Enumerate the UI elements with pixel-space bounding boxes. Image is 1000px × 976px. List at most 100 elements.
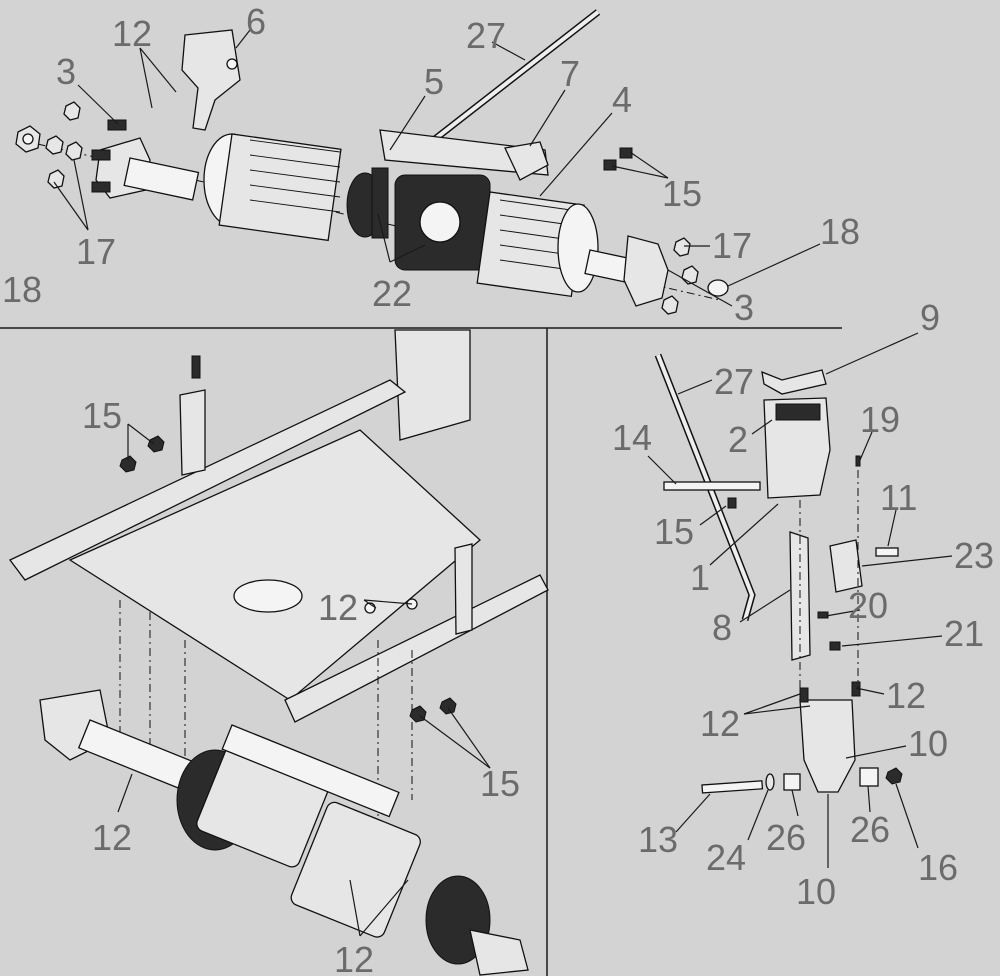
- bolt-15-linkage: [727, 497, 737, 509]
- callout-11: 11: [880, 477, 917, 518]
- frame-bolt-top: [191, 355, 201, 379]
- callout-2: 2: [728, 419, 748, 460]
- frame-nut-15-d: [439, 697, 457, 715]
- top-panel-transaxle: [15, 9, 729, 315]
- frame-rail-front: [284, 574, 549, 723]
- callout-12: 12: [112, 13, 152, 54]
- callout-19: 19: [860, 399, 900, 440]
- nut-17-f: [681, 265, 699, 285]
- bracket-6-hole: [226, 58, 238, 70]
- bolt-15-a: [619, 147, 633, 159]
- clip-19: [855, 455, 861, 467]
- nut-17-b: [63, 101, 81, 121]
- linkage-alignment-lines: [799, 470, 859, 700]
- lower-hub-right: [469, 929, 529, 976]
- callout-15: 15: [82, 395, 122, 436]
- callout-20: 20: [848, 585, 888, 626]
- callout-15: 15: [662, 173, 702, 214]
- callout-9: 9: [920, 297, 940, 338]
- nut-18-right: [707, 279, 729, 297]
- right-motor-endcap: [557, 203, 599, 293]
- callout-18: 18: [2, 269, 42, 310]
- bracket-6: [181, 29, 241, 131]
- callout-10: 10: [908, 723, 948, 764]
- frame-deck-plate: [68, 429, 481, 701]
- callout-1: 1: [690, 557, 710, 598]
- bracket-5-plate: [379, 129, 549, 176]
- callout-12: 12: [318, 587, 358, 628]
- nut-18-left-hole: [22, 133, 34, 145]
- frame-post-left: [179, 389, 206, 476]
- callout-13: 13: [638, 819, 678, 860]
- callout-17: 17: [712, 225, 752, 266]
- frame-nut-15-a: [119, 455, 137, 473]
- callout-6: 6: [246, 1, 266, 42]
- deck-plate-hole: [233, 579, 303, 613]
- lower-axle-center: [221, 724, 400, 818]
- callout-12: 12: [886, 675, 926, 716]
- left-gear-22: [371, 167, 389, 239]
- bracket-2-slots: [775, 403, 821, 421]
- callout-12: 12: [700, 703, 740, 744]
- center-gear: [419, 201, 461, 243]
- stud-3-c: [91, 181, 111, 193]
- bolt-15-b: [603, 159, 617, 171]
- frame-upright-plate: [394, 329, 471, 441]
- clip-21: [829, 641, 841, 651]
- callout-3: 3: [56, 51, 76, 92]
- nut-17-c: [65, 141, 83, 161]
- bottom-right-panel-linkage: [654, 353, 903, 794]
- nut-16: [885, 767, 903, 785]
- callout-21: 21: [944, 613, 984, 654]
- right-hub-flange: [623, 235, 669, 307]
- rod-27-right-fill: [656, 354, 755, 621]
- callout-5: 5: [424, 61, 444, 102]
- frame-fasteners: [119, 355, 457, 723]
- callout-3: 3: [734, 287, 754, 328]
- callout-7: 7: [560, 53, 580, 94]
- bushing-26-a: [783, 773, 801, 791]
- callout-15: 15: [480, 763, 520, 804]
- leader-lines: [53, 29, 953, 937]
- stud-3-b: [91, 149, 111, 161]
- panel-dividers: [0, 327, 842, 976]
- pin-13: [701, 780, 764, 794]
- bracket-9: [761, 369, 827, 395]
- pin-14: [663, 481, 761, 491]
- callout-12: 12: [92, 817, 132, 858]
- nut-17-a: [45, 135, 64, 155]
- rod-27-top-fill: [406, 10, 600, 162]
- callout-14: 14: [612, 417, 652, 458]
- spring-20: [817, 611, 829, 619]
- callout-27: 27: [714, 361, 754, 402]
- callout-16: 16: [918, 847, 958, 888]
- nut-17-g: [661, 295, 679, 315]
- callout-22: 22: [372, 273, 412, 314]
- callout-8: 8: [712, 607, 732, 648]
- frame-nut-15-b: [147, 435, 165, 453]
- callout-12: 12: [334, 939, 374, 976]
- callout-26: 26: [766, 817, 806, 858]
- bracket-7: [504, 141, 549, 181]
- callout-15: 15: [654, 511, 694, 552]
- callout-23: 23: [954, 535, 994, 576]
- frame-rail-rear: [9, 379, 407, 581]
- callout-17: 17: [76, 231, 116, 272]
- bracket-23: [829, 539, 863, 593]
- bolt-11: [875, 547, 899, 557]
- callout-24: 24: [706, 837, 746, 878]
- callout-4: 4: [612, 79, 632, 120]
- callout-27: 27: [466, 15, 506, 56]
- bottom-left-panel-frame: [9, 329, 549, 976]
- left-motor-body: [218, 133, 342, 242]
- callout-26: 26: [850, 809, 890, 850]
- callout-10: 10: [796, 871, 836, 912]
- nut-17-d: [47, 169, 65, 189]
- stud-3-a: [107, 119, 127, 131]
- washer-24: [765, 773, 775, 791]
- frame-post-right: [454, 543, 473, 635]
- left-motor-fins: [249, 139, 341, 213]
